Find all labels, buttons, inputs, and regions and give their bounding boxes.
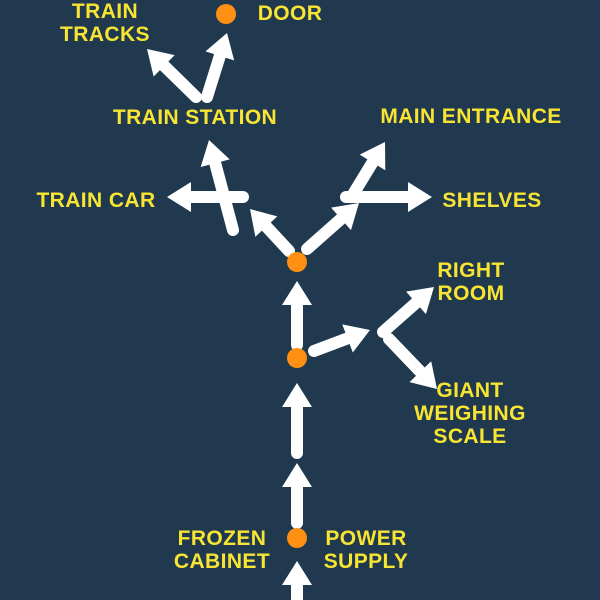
arrow-shaft-junction-to-main-entrance [346,156,379,202]
label-train-tracks: TRAIN TRACKS [60,0,150,46]
label-main-entrance: MAIN ENTRANCE [380,105,562,128]
arrow-head-station-to-train-tracks [147,49,175,77]
arrow-head-branch-to-right-room [406,287,434,315]
arrow-head-junction-to-shelves [408,182,432,212]
label-frozen-cabinet: FROZEN CABINET [173,527,271,573]
arrow-shaft-center-to-right-junction [301,212,348,255]
label-train-station: TRAIN STATION [112,106,278,129]
label-shelves: SHELVES [442,189,542,212]
arrow-shaft-branch-to-right-room [377,296,423,338]
arrow-shaft-station-to-train-tracks [158,59,202,103]
arrow-head-branch-to-weighing-scale [409,361,437,389]
arrow-head-junction-to-train-car [167,182,191,212]
arrow-shaft-center-to-left-junction [260,220,295,257]
arrow-head-lower-to-branch [342,324,370,353]
arrow-head-junction-to-main-entrance [359,142,386,171]
arrow-shaft-branch-to-weighing-scale [383,333,427,378]
arrow-head-power-to-mid [282,463,312,487]
arrow-shaft-lower-to-branch [308,332,354,357]
arrow-head-mid-up-arrow [282,383,312,407]
center-junction-node [287,252,307,272]
label-giant-weighing-scale: GIANT WEIGHING SCALE [414,379,526,448]
lower-junction-node [287,348,307,368]
label-door: DOOR [257,2,323,25]
label-right-room: RIGHT ROOM [437,259,505,305]
arrow-head-station-to-door [205,33,235,61]
arrow-head-center-to-left-junction [250,209,278,237]
arrow-head-junction-to-train-station [200,140,230,168]
power-supply-node [287,528,307,548]
label-train-car: TRAIN CAR [36,189,156,212]
label-power-supply: POWER SUPPLY [323,527,409,573]
arrow-head-center-to-right-junction [331,203,359,231]
arrow-shaft-station-to-door [201,49,226,103]
arrow-head-bottom-entry-arrow [282,561,312,585]
door-node [216,4,236,24]
arrow-head-lower-to-center [282,281,312,305]
